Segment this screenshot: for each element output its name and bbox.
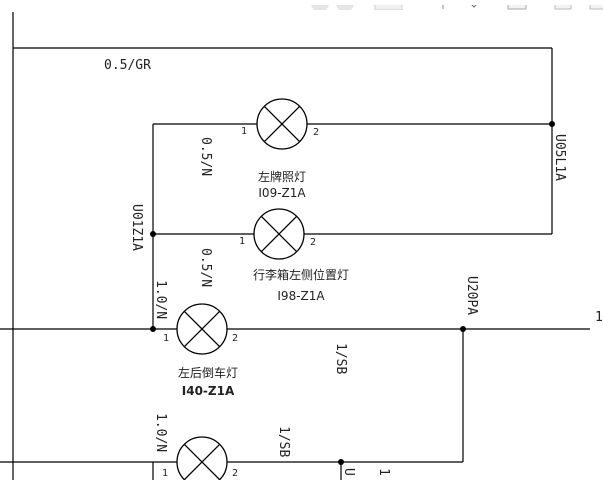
lamp-pin-label: 1	[241, 126, 247, 137]
edge-label: 1	[376, 468, 391, 476]
toolbar-field[interactable]	[374, 0, 403, 10]
wire-spec-label: 1.0/N	[153, 413, 168, 452]
lamp-symbol-bottom	[176, 436, 228, 480]
connector-label: U	[341, 468, 356, 476]
junction-dot	[150, 326, 156, 332]
wire-spec-label: 1/SB	[333, 343, 348, 374]
connector-label: U01Z1A	[129, 204, 144, 251]
edge-label: 1	[595, 310, 603, 325]
lamp-pin-label: 1	[162, 468, 168, 479]
lamp-pin-label: 1	[163, 333, 169, 344]
lamp-code: I40-Z1A	[182, 384, 235, 398]
lamp-pin-label: 1	[239, 236, 245, 247]
wire-spec-label: 1.0/N	[153, 280, 168, 319]
lamp-pin-label: 2	[232, 333, 238, 344]
lamp-name: 行李箱左侧位置灯	[253, 267, 349, 282]
toolbar-arrow-icon[interactable]	[469, 2, 479, 8]
lamp-code: I09-Z1A	[258, 186, 306, 200]
lamp-name: 左后倒车灯	[178, 365, 238, 380]
lamp-pin-label: 2	[310, 237, 316, 248]
lamp-name: 左牌照灯	[258, 169, 306, 184]
junction-dot	[150, 231, 156, 237]
lamp-symbol-trunk	[253, 208, 305, 260]
lamp-symbol-reverse	[176, 303, 228, 355]
connector-label: U20PA	[464, 276, 479, 315]
wire-spec-label: 1/SB	[276, 426, 291, 457]
wire-spec-label: 0.5/N	[198, 248, 213, 287]
lamp-code: I98-Z1A	[277, 289, 325, 303]
lamp-symbol-license	[256, 98, 308, 150]
wire-spec-label: 0.5/N	[198, 137, 213, 176]
connector-label: U05L1A	[552, 134, 567, 181]
viewer-toolbar-strip	[0, 0, 603, 10]
lamp-pin-label: 2	[313, 127, 319, 138]
wire-spec-label: 0.5/GR	[104, 58, 151, 73]
lamp-pin-label: 2	[232, 468, 238, 479]
